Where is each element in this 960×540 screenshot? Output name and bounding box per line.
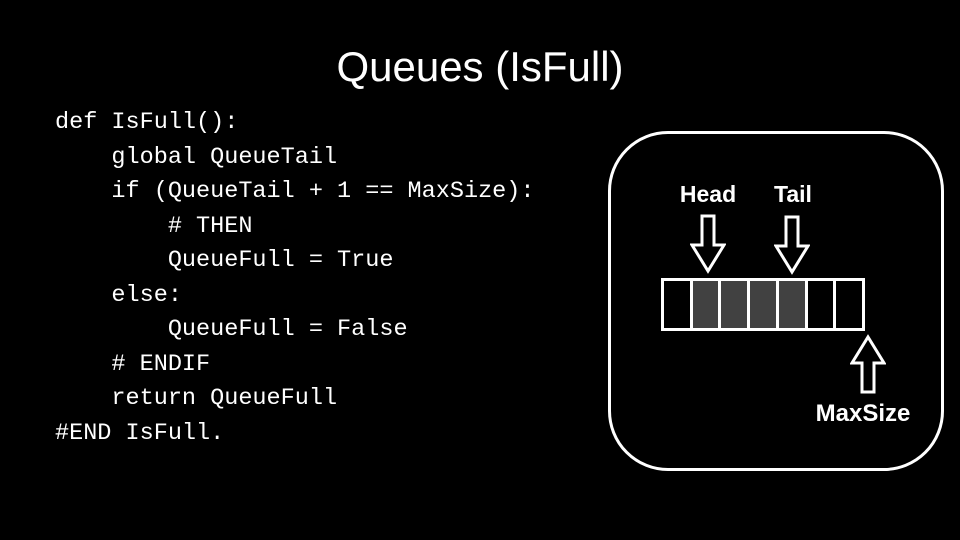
head-arrow-down-icon — [690, 214, 726, 274]
slide-title: Queues (IsFull) — [336, 43, 624, 90]
queue-diagram-panel: Head Tail MaxSize — [608, 131, 944, 471]
queue-cell — [836, 281, 863, 328]
tail-pointer-label: Tail — [774, 181, 812, 207]
head-pointer-label: Head — [679, 181, 737, 207]
queue-cell — [721, 281, 748, 328]
queue-cell — [750, 281, 776, 328]
queue-cell — [692, 281, 719, 328]
queue-cell — [778, 281, 805, 328]
maxsize-arrow-up-icon — [850, 334, 886, 394]
queue-cell — [664, 281, 690, 328]
queue-cell — [807, 281, 834, 328]
maxsize-label: MaxSize — [815, 400, 911, 427]
queue-array — [661, 278, 865, 331]
tail-arrow-down-icon — [774, 215, 810, 275]
code-block: def IsFull(): global QueueTail if (Queue… — [55, 109, 535, 447]
